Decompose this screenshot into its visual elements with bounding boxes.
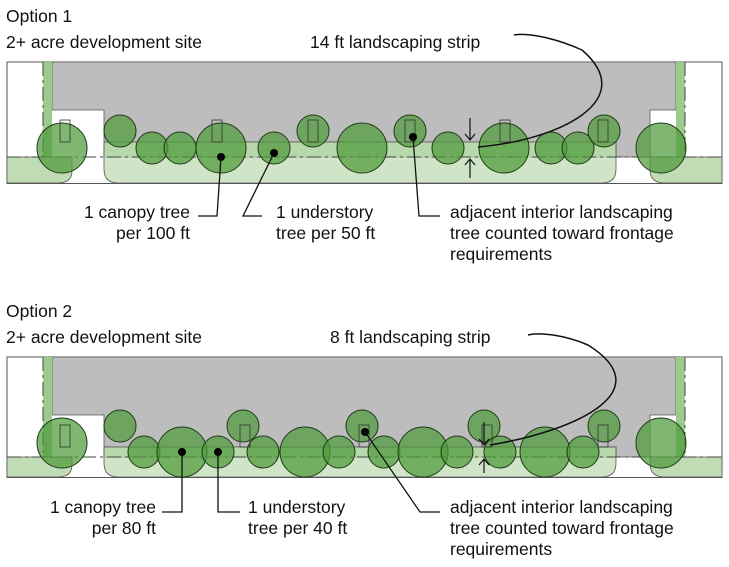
understory-tree	[103, 114, 137, 148]
understory-leader-line	[241, 152, 275, 217]
understory-tree	[587, 114, 621, 148]
understory-tree	[226, 409, 260, 443]
canopy-tree	[635, 417, 687, 469]
arrowhead-down-icon	[464, 133, 476, 141]
understory-tree	[296, 114, 330, 148]
interior-island	[404, 119, 416, 143]
option-1-canopy-label: 1 canopy tree per 100 ft	[40, 202, 190, 244]
understory-tree	[587, 409, 621, 443]
option-2-canopy-line-2: per 80 ft	[91, 518, 156, 538]
option-2-adjacent-line-2: tree counted toward frontage	[450, 518, 674, 538]
understory-tree	[246, 435, 280, 469]
understory-tree	[367, 435, 401, 469]
interior-island	[597, 119, 609, 143]
option-1-strip-label: 14 ft landscaping strip	[310, 32, 481, 52]
canopy-tree	[519, 426, 571, 478]
option-2-adjacent-line-1: adjacent interior landscaping	[450, 497, 673, 517]
option-1-diagram	[6, 33, 723, 217]
understory-tree	[345, 409, 379, 443]
understory-tree	[127, 435, 161, 469]
canopy-tree	[36, 122, 88, 174]
left-side-strip	[43, 62, 52, 157]
arrowhead-up-icon	[464, 158, 476, 166]
strip-leader-line	[477, 33, 603, 148]
option-1-title: Option 1	[6, 6, 73, 26]
understory-tree	[135, 131, 169, 165]
option-2-understory-line-1: 1 understory	[248, 497, 346, 517]
option-1-canopy-line-1: 1 canopy tree	[83, 202, 190, 222]
option-2-adjacent-line-3: requirements	[450, 539, 553, 559]
option-2-understory-line-2: tree per 40 ft	[248, 518, 348, 538]
understory-tree	[257, 131, 291, 165]
option-2-title: Option 2	[6, 301, 73, 321]
left-side-strip	[43, 357, 52, 457]
interior-island	[59, 119, 71, 143]
interior-island	[59, 424, 71, 448]
arrowhead-down-icon	[478, 438, 490, 446]
interior-island	[597, 424, 609, 448]
option-2-canopy-label: 1 canopy tree per 80 ft	[20, 497, 156, 539]
option-1-canopy-line-2: per 100 ft	[116, 223, 190, 243]
canopy-tree	[635, 122, 687, 174]
interior-island	[307, 119, 319, 143]
adjacent-leader-line	[364, 431, 440, 513]
understory-tree	[103, 409, 137, 443]
strip-leader-line	[489, 333, 617, 446]
option-2-adjacent-label: adjacent interior landscaping tree count…	[450, 497, 674, 560]
option-1-understory-line-1: 1 understory	[276, 202, 374, 222]
interior-island	[481, 424, 493, 448]
interior-island	[239, 424, 251, 448]
interior-island	[499, 119, 511, 143]
option-1-adjacent-line-3: requirements	[450, 244, 553, 264]
option-2-canopy-line-1: 1 canopy tree	[49, 497, 156, 517]
option-1-understory-label: 1 understory tree per 50 ft	[276, 202, 375, 244]
interior-island	[358, 424, 370, 448]
interior-island	[211, 119, 223, 143]
understory-tree	[440, 435, 474, 469]
option-1-understory-line-2: tree per 50 ft	[276, 223, 376, 243]
option-2-strip-label: 8 ft landscaping strip	[330, 327, 491, 347]
understory-tree	[561, 131, 595, 165]
option-1-site-label: 2+ acre development site	[6, 32, 203, 52]
option-2-diagram	[6, 333, 723, 513]
canopy-leader-line	[198, 156, 222, 217]
canopy-tree	[478, 122, 530, 174]
canopy-leader-line	[162, 452, 183, 513]
arrowhead-up-icon	[478, 458, 490, 466]
right-side-strip	[676, 357, 685, 457]
option-2-understory-label: 1 understory tree per 40 ft	[248, 497, 347, 539]
canopy-tree	[36, 417, 88, 469]
understory-tree	[393, 114, 427, 148]
option-2-site-label: 2+ acre development site	[6, 327, 203, 347]
canopy-tree	[195, 122, 247, 174]
option-1-adjacent-line-2: tree counted toward frontage	[450, 223, 674, 243]
understory-tree	[566, 435, 600, 469]
right-side-strip	[676, 62, 685, 157]
understory-tree	[322, 435, 356, 469]
understory-leader-line	[217, 452, 240, 513]
understory-tree	[163, 131, 197, 165]
option-1-adjacent-line-1: adjacent interior landscaping	[450, 202, 673, 222]
option-1-adjacent-label: adjacent interior landscaping tree count…	[450, 202, 674, 265]
understory-tree	[431, 131, 465, 165]
adjacent-leader-line	[412, 136, 440, 217]
canopy-tree	[336, 122, 388, 174]
